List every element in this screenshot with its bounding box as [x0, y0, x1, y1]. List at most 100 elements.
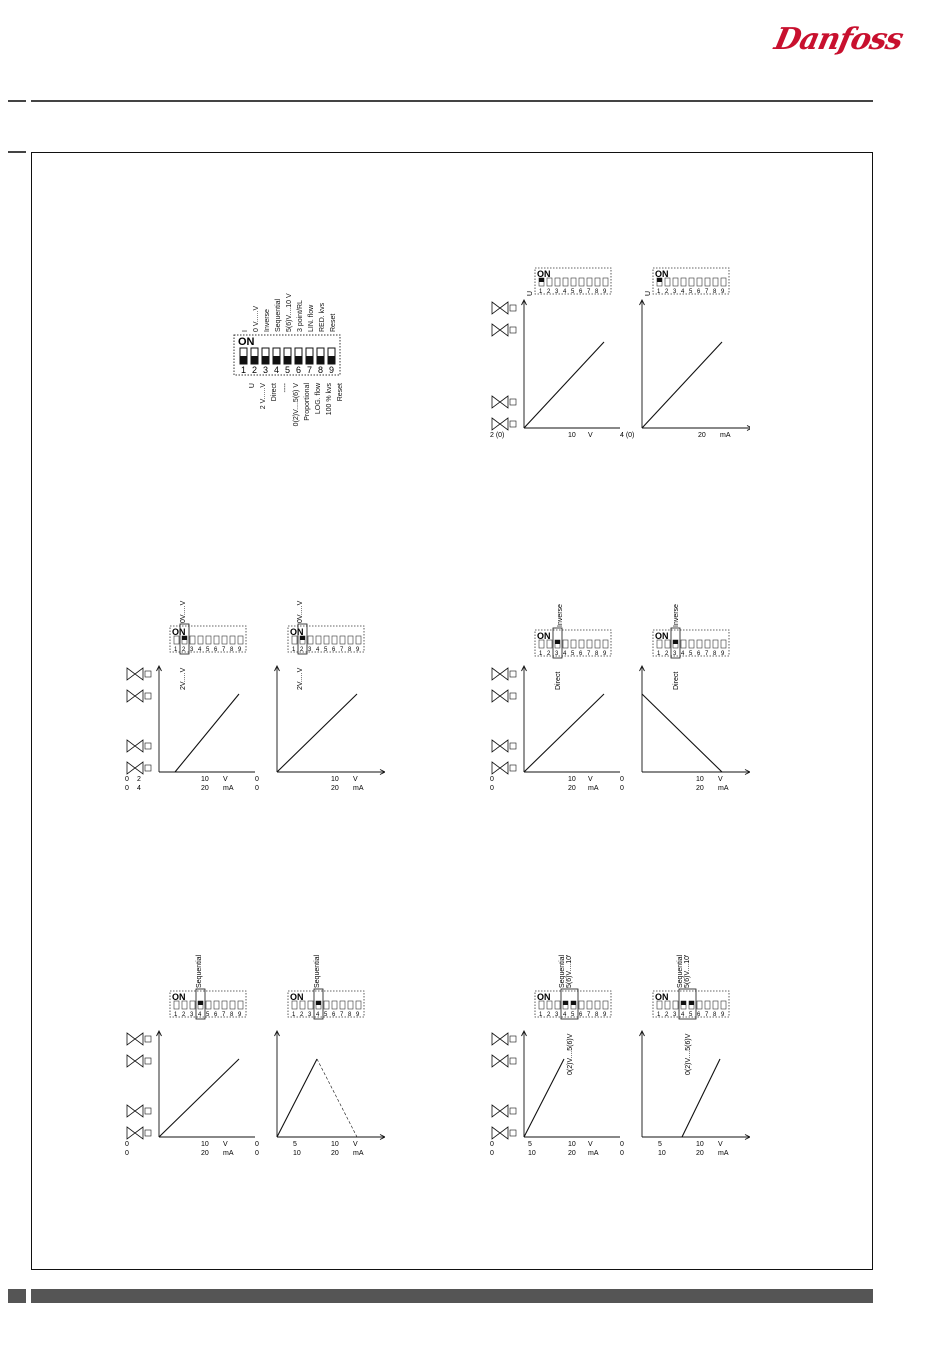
characteristic-line: [523, 693, 605, 773]
valve-mixing-closed-icon: [126, 761, 152, 775]
header-rule: [31, 100, 873, 102]
switch-number: 3: [308, 1012, 312, 1018]
switch-number: 8: [230, 647, 234, 653]
switch-top-label: Sequential: [559, 955, 566, 988]
x-axis-label-volt: 0: [620, 1141, 624, 1148]
switch-number: 1: [539, 1012, 543, 1018]
characteristic-line: [523, 1058, 565, 1138]
switch-slot: [221, 635, 228, 645]
switch-number: 4: [681, 651, 685, 657]
switch-number: 6: [697, 289, 701, 295]
x-axis-label-volt: 0: [125, 1141, 129, 1148]
main-bottom-label: 0(2)V....5(6) V: [293, 383, 300, 427]
switch-on-label: ON: [537, 992, 551, 1002]
main-top-label: Sequential: [275, 298, 282, 332]
main-top-label: 5(6)V....10 V: [286, 293, 293, 332]
x-axis-label-ma: mA: [718, 1150, 729, 1155]
valve-mixing-icon: [126, 1054, 152, 1068]
switch-number: 1: [657, 1012, 661, 1018]
switch-number: 9: [238, 647, 242, 653]
switch-number: 9: [238, 1012, 242, 1018]
switch-knob: [555, 640, 560, 644]
switch-knob: [539, 278, 544, 282]
switch-slot: [173, 635, 180, 645]
switch-number: 8: [230, 1012, 234, 1018]
switch-bottom-label: 0(2)V....5(6)V: [685, 1033, 692, 1075]
valve-open-icon: [126, 667, 152, 681]
x-axis-label-volt: 10: [201, 1141, 209, 1148]
switch-on-label: ON: [655, 631, 669, 641]
switch-number: 5: [206, 1012, 210, 1018]
switch-number: 5: [324, 1012, 328, 1018]
x-axis-label-volt: 0: [255, 776, 259, 783]
switch-slot: [562, 639, 569, 649]
switch-number: 3: [673, 289, 677, 295]
switch-slot: [323, 635, 330, 645]
main-switch-slots: [239, 347, 336, 365]
switch-slot: [237, 635, 244, 645]
x-axis-label-ma: 4: [137, 785, 141, 790]
switch-number: 9: [603, 289, 607, 295]
x-axis-label-volt: V: [223, 1141, 228, 1148]
switch-number: 4: [198, 1012, 202, 1018]
switch-knob: [316, 1001, 321, 1005]
characteristic-line: [641, 341, 723, 429]
valve-open-icon: [491, 301, 517, 315]
switch-number: 3: [190, 647, 194, 653]
y-axis-arrow: [274, 664, 280, 672]
switch-slot: [213, 635, 220, 645]
main-bottom-label: 100 % kvs: [326, 383, 333, 416]
valve-closed-icon: [126, 1104, 152, 1118]
switch-number: 9: [721, 289, 725, 295]
switch-slot: [181, 1000, 188, 1010]
characteristic-line: [276, 693, 358, 773]
switch-number: 8: [348, 647, 352, 653]
switch-on-label: ON: [172, 627, 186, 637]
switch-bottom-label: Direct: [555, 672, 562, 690]
x-axis-label-ma: 0: [490, 1150, 494, 1155]
switch-number: 7: [705, 289, 709, 295]
x-axis-label-volt: 0: [620, 776, 624, 783]
switch-slot: [562, 277, 569, 287]
characteristic-line: [681, 1058, 721, 1138]
main-switch-number: 8: [318, 365, 323, 375]
switch-number: 2: [547, 651, 551, 657]
valve-mixing-closed-icon: [491, 417, 517, 431]
x-axis-label-ma: mA: [353, 1150, 364, 1155]
switch-slot: [339, 1000, 346, 1010]
switch-slot: [578, 639, 585, 649]
switch-slot: [355, 1000, 362, 1010]
switch-side-label: U: [527, 291, 534, 296]
switch-number: 7: [705, 651, 709, 657]
switch-slot: [602, 639, 609, 649]
switch-slot: [680, 639, 687, 649]
x-axis-label-volt: 0: [125, 776, 129, 783]
main-top-label: RED. kvs: [319, 302, 326, 332]
switch-knob: [571, 1001, 576, 1005]
switch-number: 5: [571, 1012, 575, 1018]
x-axis-label-volt: 0: [255, 1141, 259, 1148]
x-axis-label-volt: V: [223, 776, 228, 783]
switch-number: 8: [595, 289, 599, 295]
x-axis-label-volt: 10: [568, 776, 576, 783]
switch-slot: [291, 1000, 298, 1010]
switch-number: 5: [206, 647, 210, 653]
valve-mixing-icon: [491, 323, 517, 337]
switch-number: 3: [555, 1012, 559, 1018]
x-axis-label-ma: 10: [658, 1150, 666, 1155]
switch-number: 2: [182, 647, 186, 653]
x-axis-label-ma: 0: [125, 1150, 129, 1155]
switch-slot: [680, 277, 687, 287]
switch-number: 1: [292, 647, 296, 653]
switch-number: 5: [571, 651, 575, 657]
x-axis-label-volt: V: [588, 776, 593, 783]
x-axis-label-ma: 0: [255, 785, 259, 790]
y-axis-arrow: [156, 1029, 162, 1037]
switch-number: 7: [587, 1012, 591, 1018]
main-bottom-label: Proportional: [304, 383, 311, 421]
switch-slot: [554, 1000, 561, 1010]
switch-number: 1: [174, 1012, 178, 1018]
main-switch-knob: [273, 356, 280, 364]
